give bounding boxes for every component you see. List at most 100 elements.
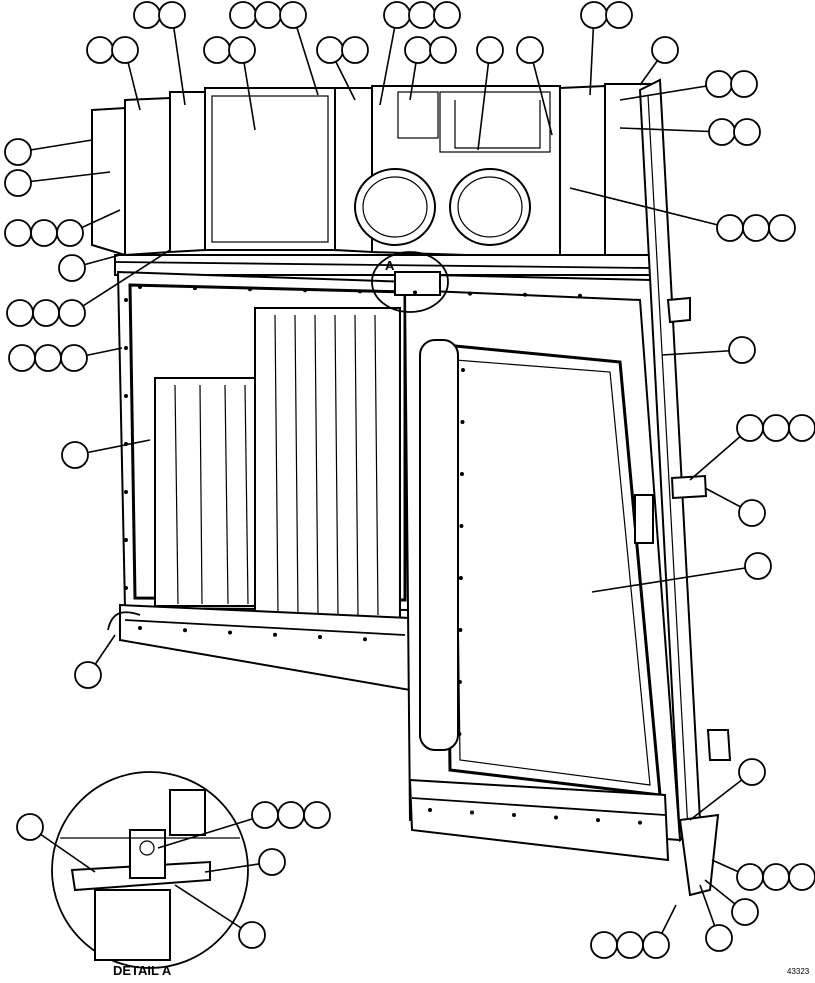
callout-balloon: [728, 336, 756, 364]
callout-balloon: [708, 118, 736, 146]
callout-balloon: [762, 863, 790, 891]
callout-balloon: [730, 70, 758, 98]
callout-balloons: [4, 1, 815, 959]
fastener-dot: [138, 626, 142, 630]
callout-balloon: [58, 254, 86, 282]
callout-balloon: [736, 863, 764, 891]
callout-leader-line: [174, 884, 253, 936]
callout-leader-line: [619, 83, 720, 101]
fastener-dot: [413, 290, 417, 295]
callout-balloon: [716, 214, 744, 242]
callout-balloon: [736, 414, 764, 442]
callout-leader-line: [529, 49, 553, 136]
fastener-dot: [596, 818, 600, 823]
callout-leader-line: [71, 249, 171, 314]
callout-balloon: [203, 36, 231, 64]
callout-leader-line: [171, 14, 186, 106]
callout-balloon: [316, 36, 344, 64]
callout-balloon: [16, 813, 44, 841]
fastener-dot: [358, 289, 362, 294]
callout-balloon: [788, 414, 815, 442]
left-filter-frame: [107, 270, 411, 692]
callout-balloon: [86, 36, 114, 64]
callout-balloon: [651, 36, 679, 64]
callout-balloon: [476, 36, 504, 64]
fastener-dot: [318, 635, 322, 639]
callout-balloon: [341, 36, 369, 64]
callout-balloon: [788, 863, 815, 891]
callout-balloon: [158, 1, 186, 29]
callout-balloon: [738, 499, 766, 527]
callout-balloon: [590, 931, 618, 959]
fastener-dot: [578, 293, 582, 298]
callout-balloon: [34, 344, 62, 372]
callout-balloon: [30, 219, 58, 247]
callout-balloon: [61, 441, 89, 469]
fastener-dot: [124, 490, 128, 494]
fastener-dot: [461, 368, 465, 372]
callout-balloon: [251, 801, 279, 829]
callout-balloon: [580, 1, 608, 29]
callout-balloon: [238, 921, 266, 949]
callout-balloon: [762, 414, 790, 442]
fastener-dot: [468, 291, 472, 296]
callout-balloon: [733, 118, 761, 146]
callout-balloon: [56, 219, 84, 247]
fastener-dot: [248, 287, 252, 292]
fastener-dot: [459, 524, 464, 528]
callout-balloon: [383, 1, 411, 29]
callout-balloon: [254, 1, 282, 29]
callout-balloon: [279, 1, 307, 29]
figure-number: 43323: [787, 967, 810, 976]
callout-balloon: [768, 214, 796, 242]
fastener-dot: [457, 732, 462, 736]
callout-balloon: [433, 1, 461, 29]
callout-balloon: [738, 758, 766, 786]
callout-balloon: [258, 848, 286, 876]
callout-balloon: [731, 898, 759, 926]
detail-a-label: DETAIL A: [113, 963, 172, 978]
callout-balloon: [4, 219, 32, 247]
callout-leader-line: [157, 814, 266, 849]
callout-leader-line: [569, 187, 731, 229]
fastener-dot: [124, 346, 128, 350]
fastener-dot: [303, 288, 307, 293]
callout-balloon: [74, 661, 102, 689]
view-marker-label: A: [385, 258, 395, 273]
fastener-dot: [459, 472, 464, 476]
callout-balloon: [58, 299, 86, 327]
callout-balloon: [60, 344, 88, 372]
callout-balloon: [303, 801, 331, 829]
fastener-dot: [124, 538, 128, 542]
callout-balloon: [516, 36, 544, 64]
callout-balloon: [616, 931, 644, 959]
callout-balloon: [133, 1, 161, 29]
callout-balloon: [229, 1, 257, 29]
callout-balloon: [404, 36, 432, 64]
fastener-dot: [460, 420, 465, 424]
fastener-dot: [470, 810, 474, 815]
fastener-dot: [124, 586, 128, 590]
detail-a-inset: DETAIL A: [51, 771, 249, 978]
callout-balloon: [408, 1, 436, 29]
callout-leader-line: [477, 49, 491, 151]
fastener-dot: [458, 628, 463, 632]
callout-balloon: [277, 801, 305, 829]
fastener-dot: [124, 298, 128, 302]
callout-balloon: [605, 1, 633, 29]
fastener-dot: [512, 813, 516, 818]
fastener-dot: [458, 576, 463, 580]
fastener-dot: [554, 815, 558, 820]
callout-balloon: [705, 924, 733, 952]
callout-leader-line: [292, 14, 319, 96]
fastener-dot: [638, 820, 642, 825]
callout-balloon: [744, 552, 772, 580]
callout-balloon: [32, 299, 60, 327]
callout-balloon: [228, 36, 256, 64]
callout-leader-line: [17, 171, 111, 184]
fastener-dot: [523, 292, 527, 297]
callout-balloon: [111, 36, 139, 64]
callout-balloon: [642, 931, 670, 959]
